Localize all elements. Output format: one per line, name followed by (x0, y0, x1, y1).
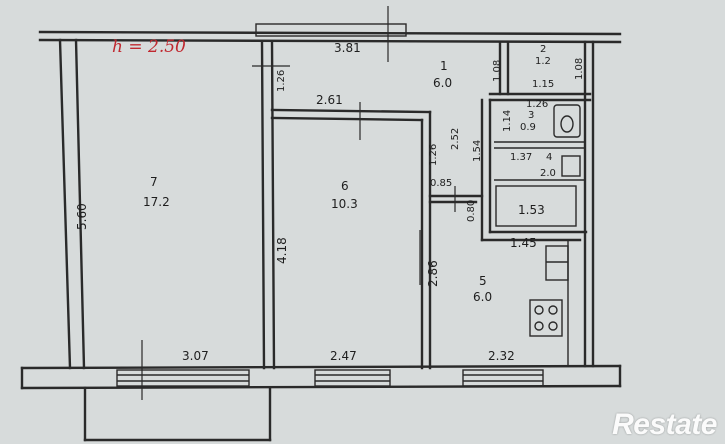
room-5-area: 6.0 (473, 290, 492, 304)
dim-room2-height-left: 1.08 (492, 60, 503, 82)
partition-6-5 (420, 110, 432, 370)
balcony (83, 386, 272, 442)
door-marks (141, 6, 456, 400)
stove-icon (529, 299, 563, 337)
room-5-number: 5 (479, 274, 487, 288)
room-6-area: 10.3 (331, 197, 358, 211)
bathtub (495, 185, 577, 227)
room-2-area: 1.2 (535, 56, 551, 67)
partition-7-6 (260, 40, 276, 370)
window-kitchen (462, 369, 544, 387)
left-wall (58, 38, 86, 370)
dim-bottom-left: 3.07 (182, 349, 209, 363)
dim-kitchen-width: 1.45 (510, 236, 537, 250)
dim-bottom-right: 2.32 (488, 349, 515, 363)
dim-bottom-mid: 2.47 (330, 349, 357, 363)
room-1-area: 6.0 (433, 76, 452, 90)
room-2-number: 2 (540, 44, 546, 55)
dim-door-width: 0.80 (466, 200, 477, 222)
room-7-number: 7 (150, 175, 158, 189)
dim-bath-width: 1.53 (518, 203, 545, 217)
room-4-area: 2.0 (540, 168, 556, 179)
dim-right-height: 2.86 (426, 260, 440, 287)
room-3-number: 3 (528, 110, 534, 121)
top-outer-wall (38, 23, 622, 44)
dim-room2-height-right: 1.08 (574, 58, 585, 80)
room-3-area: 0.9 (520, 122, 536, 133)
room6-top-wall (270, 108, 432, 122)
dim-left-height: 5.60 (75, 203, 89, 230)
ceiling-height-note: h = 2.50 (112, 37, 186, 57)
window-room7 (116, 369, 250, 387)
dim-room2-width: 1.15 (532, 79, 554, 90)
dim-room3-height: 1.14 (502, 110, 513, 132)
dim-corridor-v3: 1.54 (472, 140, 483, 162)
room-6-number: 6 (341, 179, 349, 193)
dim-room4-width: 1.37 (510, 152, 532, 163)
dim-top-corridor: 3.81 (334, 41, 361, 55)
dim-room3-width: 1.26 (526, 99, 548, 110)
dim-corridor-v2: 2.52 (450, 128, 461, 150)
wetroom-block (428, 92, 592, 242)
dim-corr-horizontal: 0.85 (430, 178, 452, 189)
dim-wall-vertical: 1.26 (276, 70, 287, 92)
dim-corridor-v1: 1.26 (428, 144, 439, 166)
toilet-room (494, 104, 586, 181)
right-walls (498, 40, 595, 368)
watermark-logo: Restate (612, 408, 717, 441)
room-7-area: 17.2 (143, 195, 170, 209)
dim-room6-height: 4.18 (275, 237, 289, 264)
window-room6 (314, 369, 391, 387)
dim-room6-top: 2.61 (316, 93, 343, 107)
room-1-number: 1 (440, 59, 448, 73)
sink-icon (545, 245, 569, 281)
room-4-number: 4 (546, 152, 552, 163)
